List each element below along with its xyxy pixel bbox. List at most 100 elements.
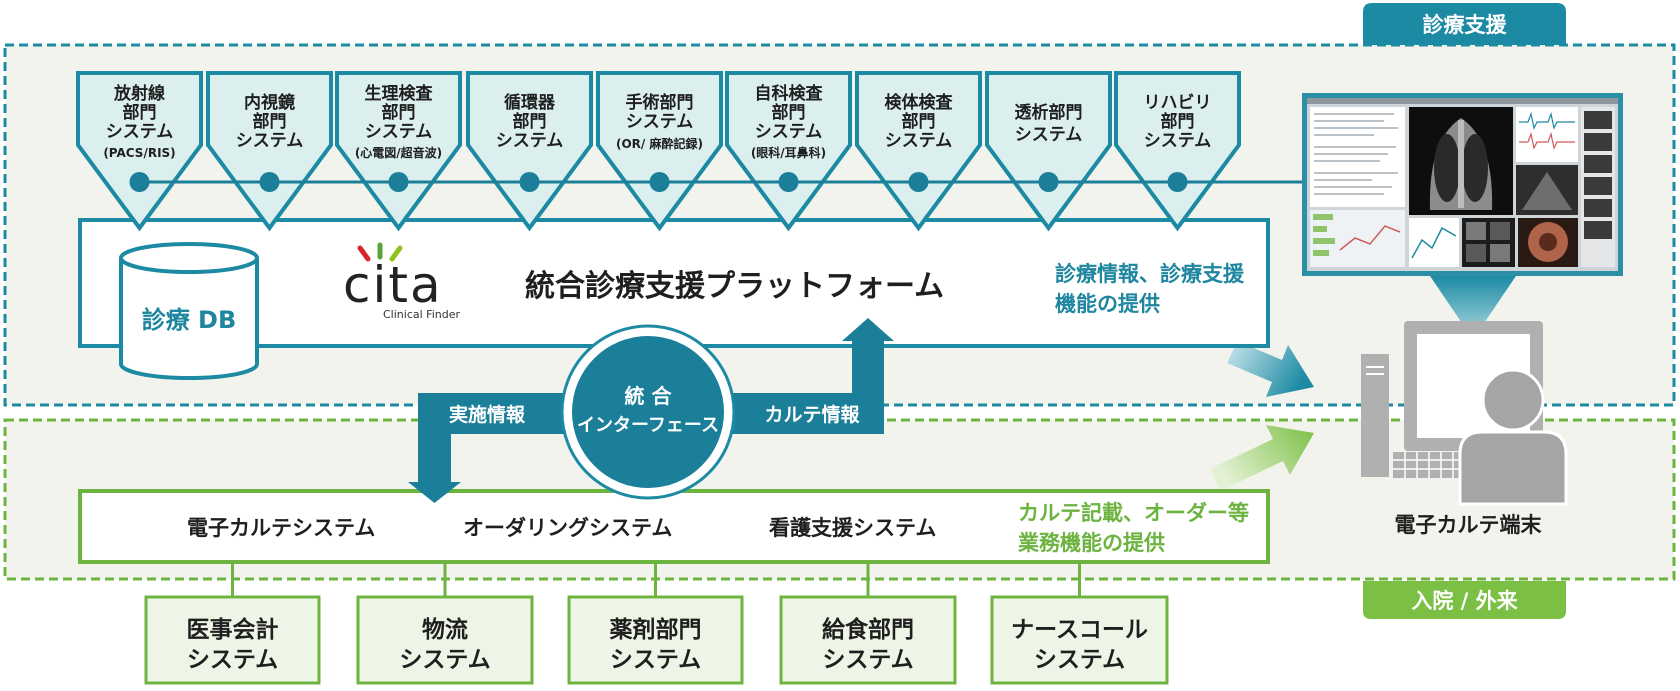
dept-label-line: 循環器 xyxy=(504,92,556,113)
dept-label-line: 内視鏡 xyxy=(244,92,295,113)
peripheral-label-line: システム xyxy=(187,647,278,673)
cardiology-system: 循環器 部門 システム xyxy=(496,92,564,151)
connection-dot xyxy=(649,172,670,192)
inpatient-outpatient-tab-label: 入院 / 外来 xyxy=(1411,589,1518,613)
logo-wordmark: cita xyxy=(343,256,443,314)
inpatient-outpatient-tab: 入院 / 外来 xyxy=(1363,581,1566,619)
peripheral-label-line: 薬剤部門 xyxy=(610,616,702,643)
dept-label-line: システム xyxy=(236,131,304,151)
connection-dot xyxy=(908,172,929,192)
dept-label-line: 部門 xyxy=(1161,111,1195,132)
connection-dot xyxy=(129,172,150,192)
dept-label-note: (PACS/RIS) xyxy=(103,146,175,160)
ehr-feature-line: カルテ記載、オーダー等 xyxy=(1018,501,1249,525)
dept-label-line: 部門 xyxy=(902,111,936,132)
logistics-system: 物流 システム xyxy=(356,595,534,685)
dept-label-line: 透析部門 xyxy=(1015,102,1083,123)
peripheral-label-line: システム xyxy=(1034,647,1125,673)
dept-label-line: 手術部門 xyxy=(626,92,694,113)
connection-dot xyxy=(1038,172,1059,192)
inbound-info-arrow: カルテ情報 xyxy=(728,318,894,434)
dept-label-line: システム xyxy=(755,122,823,142)
department-system-labels: 放射線 部門 システム (PACS/RIS) 内視鏡 部門 システム 生理検査 … xyxy=(103,83,1211,160)
department-system-shape xyxy=(855,71,982,232)
connection-dot xyxy=(519,172,540,192)
dept-label-line: システム xyxy=(496,131,564,151)
dept-label-line: 部門 xyxy=(382,102,416,123)
connection-dot xyxy=(1167,172,1188,192)
specimen-exam-system: 検体検査 部門 システム xyxy=(885,92,954,151)
dept-label-line: システム xyxy=(1015,125,1083,145)
logo-tagline: Clinical Finder xyxy=(383,308,460,321)
food-service-system: 給食部門 システム xyxy=(779,595,957,685)
outbound-info-arrow: 実施情報 xyxy=(408,393,576,503)
computer-user-icon xyxy=(1361,321,1568,506)
radiology-system: 放射線 部門 システム (PACS/RIS) xyxy=(103,83,175,160)
dept-label-line: 部門 xyxy=(123,102,157,123)
endoscopy-system: 内視鏡 部門 システム xyxy=(236,92,304,151)
dept-label-line: 部門 xyxy=(772,102,806,123)
department-system-shape xyxy=(985,71,1112,232)
connection-dot xyxy=(259,172,280,192)
pharmacy-system: 薬剤部門 システム xyxy=(567,595,744,685)
peripheral-label-line: システム xyxy=(610,647,701,673)
peripheral-label-line: システム xyxy=(399,647,490,673)
connection-dot xyxy=(388,172,409,192)
peripheral-label-line: 給食部門 xyxy=(822,616,914,643)
peripheral-label-line: ナースコール xyxy=(1011,617,1148,643)
clinical-database-icon: 診療 DB xyxy=(119,242,259,380)
dept-label-line: 生理検査 xyxy=(365,83,434,104)
ordering-system-label: オーダリングシステム xyxy=(463,516,672,540)
dept-label-line: 検体検査 xyxy=(885,92,954,113)
ehr-feature-line: 業務機能の提供 xyxy=(1018,531,1165,555)
dept-label-line: システム xyxy=(626,112,694,132)
ehr-screen-thumbnail xyxy=(1302,93,1623,276)
peripheral-connectors xyxy=(231,562,1081,597)
dept-label-line: システム xyxy=(885,131,953,151)
department-system-shape xyxy=(76,71,203,232)
medical-accounting-system: 医事会計 システム xyxy=(144,595,321,685)
screen-projection-funnel xyxy=(1430,276,1516,332)
interface-label-line: 統 合 xyxy=(625,384,673,408)
inbound-info-label: カルテ情報 xyxy=(764,403,860,426)
terminal-label: 電子カルテ端末 xyxy=(1395,513,1543,537)
cita-logo: cita Clinical Finder xyxy=(343,242,460,321)
dept-label-line: リハビリ xyxy=(1144,93,1212,113)
clinical-database-label: 診療 DB xyxy=(142,306,237,334)
platform-title: 統合診療支援プラットフォーム xyxy=(525,269,944,304)
department-system-shape xyxy=(206,71,333,232)
dept-label-line: システム xyxy=(106,122,174,142)
integration-interface-hub: 統 合 インターフェース xyxy=(560,324,736,500)
dept-label-line: システム xyxy=(1144,131,1212,151)
department-system-shape xyxy=(1114,71,1241,232)
dept-label-note: (OR/ 麻酔記録) xyxy=(616,136,703,151)
clinical-info-flow-arrow xyxy=(1227,341,1314,397)
department-system-shape xyxy=(725,71,852,232)
dialysis-system: 透析部門 システム xyxy=(1015,102,1083,145)
department-systems xyxy=(76,71,1241,232)
ehr-system-label: 電子カルテシステム xyxy=(187,516,375,540)
dept-label-line: 放射線 xyxy=(113,83,165,104)
connection-dot xyxy=(778,172,799,192)
outbound-info-label: 実施情報 xyxy=(449,403,526,426)
peripheral-label-line: 物流 xyxy=(422,616,468,643)
department-system-shape xyxy=(335,71,462,232)
dept-label-line: 自科検査 xyxy=(755,83,824,104)
ehr-platform-box xyxy=(78,489,1270,564)
platform-feature-line: 機能の提供 xyxy=(1055,292,1160,316)
nursing-support-system-label: 看護支援システム xyxy=(769,516,936,540)
clinical-dept-exam-system: 自科検査 部門 システム (眼科/耳鼻科) xyxy=(751,83,826,160)
nurse-call-system: ナースコール システム xyxy=(990,595,1169,685)
rehabilitation-system: リハビリ 部門 システム xyxy=(1144,93,1212,151)
user-body xyxy=(1458,430,1568,506)
clinical-support-platform-box xyxy=(78,218,1270,348)
dept-label-line: システム xyxy=(365,122,433,142)
department-system-shape xyxy=(466,71,593,232)
interface-label-line: インターフェース xyxy=(577,415,719,436)
dept-label-note: (心電図/超音波) xyxy=(355,145,442,160)
surgery-system: 手術部門 システム (OR/ 麻酔記録) xyxy=(616,92,703,151)
clinical-support-tab: 診療支援 xyxy=(1363,3,1566,45)
connection-dots xyxy=(129,172,1188,192)
department-system-shape xyxy=(596,71,723,232)
